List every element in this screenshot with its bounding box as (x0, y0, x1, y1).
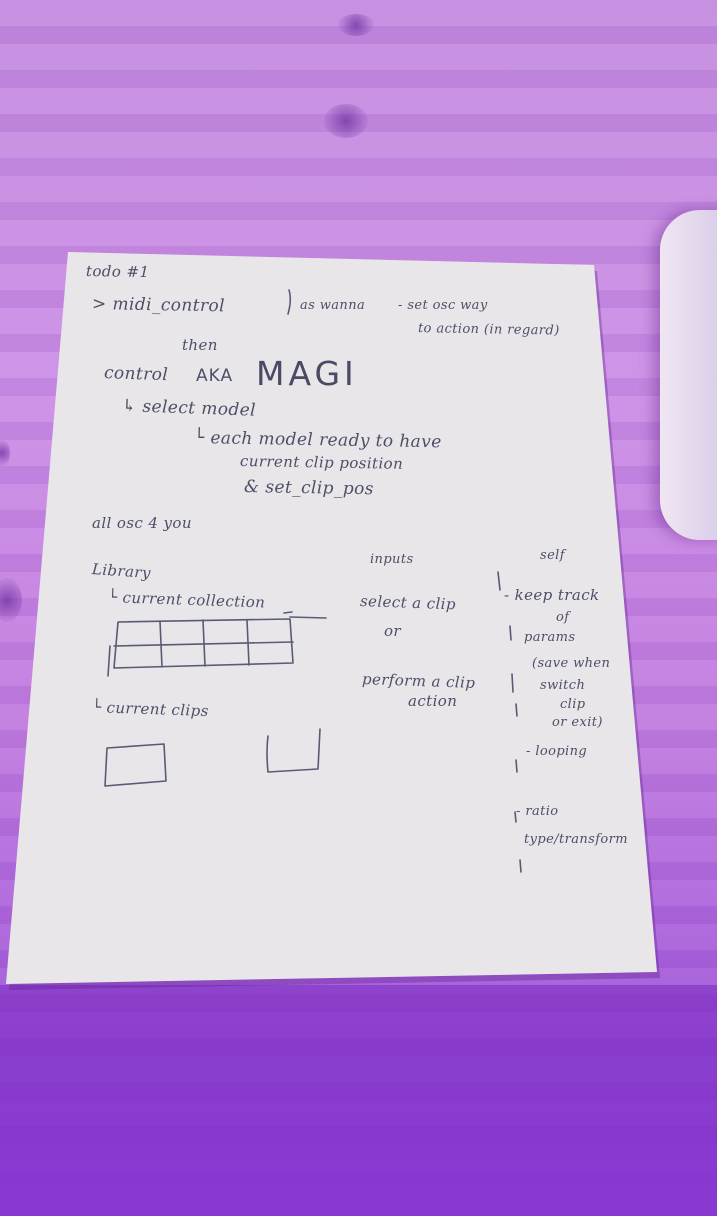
wood-knot (324, 104, 368, 138)
note-line-set-osc: - set osc way (398, 298, 488, 313)
note-line-midi-control: > midi_control (91, 294, 226, 317)
note-line-all-osc: all osc 4 you (92, 514, 192, 532)
note-line-type-transform: type/transform (524, 832, 628, 847)
note-line-control: control (103, 363, 169, 386)
note-line-clip: clip (560, 697, 586, 712)
laptop-edge (660, 210, 717, 540)
wood-knot (338, 14, 374, 36)
note-line-aka: AKA (196, 366, 234, 386)
note-line-as-wanna: as wanna (300, 298, 366, 313)
note-line-switch: switch (540, 678, 586, 693)
note-line-params: params (524, 630, 576, 645)
note-line-set-clip-pos: & set_clip_pos (243, 477, 375, 500)
note-line-ratio: - ratio (516, 804, 559, 819)
note-line-save-when: (save when (532, 656, 611, 671)
note-line-select-a-clip: select a clip (359, 592, 457, 614)
note-line-or-1: or (384, 622, 402, 640)
table-shadow (0, 985, 717, 1216)
wood-knot (0, 578, 22, 622)
wood-knot (0, 440, 10, 466)
note-line-current-clip-position: current clip position (239, 452, 404, 473)
note-line-then: then (182, 336, 218, 354)
note-line-to-action: to action (in regard) (417, 321, 560, 339)
note-line-inputs: inputs (370, 552, 414, 567)
note-line-action: action (408, 692, 458, 710)
note-line-self: self (540, 548, 565, 563)
note-line-looping: - looping (526, 744, 588, 759)
note-line-magi: MAGI (256, 354, 358, 393)
note-line-keep-track: - keep track (504, 586, 600, 604)
note-line-or-exit: or exit) (552, 715, 603, 730)
note-header: todo #1 (85, 262, 150, 282)
note-line-of: of (556, 610, 570, 625)
